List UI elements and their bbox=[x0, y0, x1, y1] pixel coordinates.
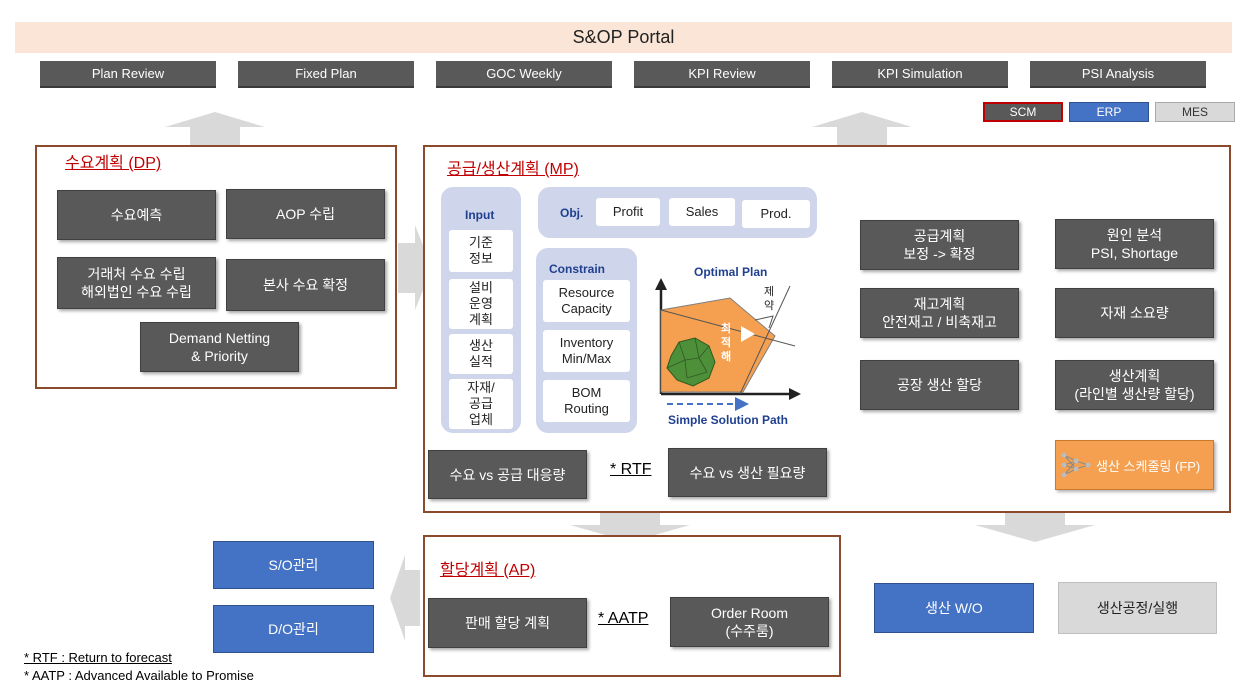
production-execution-box[interactable]: 생산공정/실행 bbox=[1058, 582, 1217, 634]
demand-netting-box[interactable]: Demand Netting & Priority bbox=[140, 322, 299, 372]
aatp-label: * AATP bbox=[598, 610, 649, 627]
root-cause-box[interactable]: 원인 분석 PSI, Shortage bbox=[1055, 219, 1214, 269]
ap-title: 할당계획 (AP) bbox=[440, 562, 536, 579]
nav-goc-weekly[interactable]: GOC Weekly bbox=[436, 61, 612, 88]
input-material-supplier: 자재/ 공급 업체 bbox=[449, 379, 513, 429]
plant-allocation-box[interactable]: 공장 생산 할당 bbox=[860, 360, 1019, 410]
obj-sales: Sales bbox=[669, 198, 735, 226]
demand-vs-production-box[interactable]: 수요 vs 생산 필요량 bbox=[668, 448, 827, 497]
constrain-label: Constrain bbox=[549, 262, 606, 276]
hq-confirm-box[interactable]: 본사 수요 확정 bbox=[226, 259, 385, 311]
up-arrow-mp bbox=[812, 112, 912, 145]
nav-kpi-review[interactable]: KPI Review bbox=[634, 61, 810, 88]
down-arrow-mp-wo bbox=[975, 512, 1095, 542]
network-icon bbox=[1061, 452, 1091, 478]
order-room-box[interactable]: Order Room (수주룸) bbox=[670, 597, 829, 647]
footnote-rtf: * RTF : Return to forecast bbox=[24, 650, 172, 665]
up-arrow-dp bbox=[165, 112, 265, 145]
scheduling-label: 생산 스케줄링 (FP) bbox=[1096, 458, 1201, 474]
legend-mes: MES bbox=[1155, 102, 1235, 122]
mp-title: 공급/생산계획 (MP) bbox=[447, 161, 579, 178]
rtf-label: * RTF bbox=[610, 461, 652, 478]
constraint-char-label: 제 약 bbox=[764, 286, 775, 312]
optimal-plan-label: Optimal Plan bbox=[694, 265, 768, 279]
input-equipment-plan: 설비 운영 계획 bbox=[449, 279, 513, 329]
portal-title: S&OP Portal bbox=[572, 27, 675, 47]
solution-polyhedron bbox=[666, 337, 716, 387]
portal-header: S&OP Portal bbox=[15, 22, 1232, 53]
supply-plan-box[interactable]: 공급계획 보정 -> 확정 bbox=[860, 220, 1019, 270]
obj-prod: Prod. bbox=[742, 200, 810, 228]
do-management-box[interactable]: D/O관리 bbox=[213, 605, 374, 653]
obj-label: Obj. bbox=[560, 206, 584, 220]
production-wo-box[interactable]: 생산 W/O bbox=[874, 583, 1034, 633]
inventory-plan-box[interactable]: 재고계획 안전재고 / 비축재고 bbox=[860, 288, 1019, 338]
material-requirement-box[interactable]: 자재 소요량 bbox=[1055, 288, 1214, 338]
nav-kpi-simulation[interactable]: KPI Simulation bbox=[832, 61, 1008, 88]
input-production-actual: 생산 실적 bbox=[449, 334, 513, 374]
legend-scm: SCM bbox=[983, 102, 1063, 122]
input-master-data: 기준 정보 bbox=[449, 230, 513, 272]
nav-psi-analysis[interactable]: PSI Analysis bbox=[1030, 61, 1206, 88]
optimal-solution-label: 최 적 해 bbox=[721, 323, 732, 363]
footnote-aatp: * AATP : Advanced Available to Promise bbox=[24, 668, 254, 683]
constraint-bom: BOM Routing bbox=[543, 380, 630, 422]
so-management-box[interactable]: S/O관리 bbox=[213, 541, 374, 589]
simple-solution-path-label: Simple Solution Path bbox=[668, 413, 789, 427]
input-label: Input bbox=[465, 208, 495, 222]
left-arrow-ap bbox=[390, 555, 420, 641]
obj-profit: Profit bbox=[596, 198, 660, 226]
production-plan-box[interactable]: 생산계획 (라인별 생산량 할당) bbox=[1055, 360, 1214, 410]
dp-title: 수요계획 (DP) bbox=[65, 155, 162, 172]
demand-vs-supply-box[interactable]: 수요 vs 공급 대응량 bbox=[428, 450, 587, 499]
sales-allocation-box[interactable]: 판매 할당 계획 bbox=[428, 598, 587, 648]
nav-fixed-plan[interactable]: Fixed Plan bbox=[238, 61, 414, 88]
constraint-resource: Resource Capacity bbox=[543, 280, 630, 322]
legend-erp: ERP bbox=[1069, 102, 1149, 122]
scheduling-box[interactable]: 생산 스케줄링 (FP) bbox=[1055, 440, 1214, 490]
optimal-plan-diagram bbox=[655, 278, 801, 411]
constraint-inventory: Inventory Min/Max bbox=[543, 330, 630, 372]
aop-box[interactable]: AOP 수립 bbox=[226, 189, 385, 239]
nav-plan-review[interactable]: Plan Review bbox=[40, 61, 216, 88]
customer-demand-box[interactable]: 거래처 수요 수립 해외법인 수요 수립 bbox=[57, 257, 216, 309]
demand-forecast-box[interactable]: 수요예측 bbox=[57, 190, 216, 240]
